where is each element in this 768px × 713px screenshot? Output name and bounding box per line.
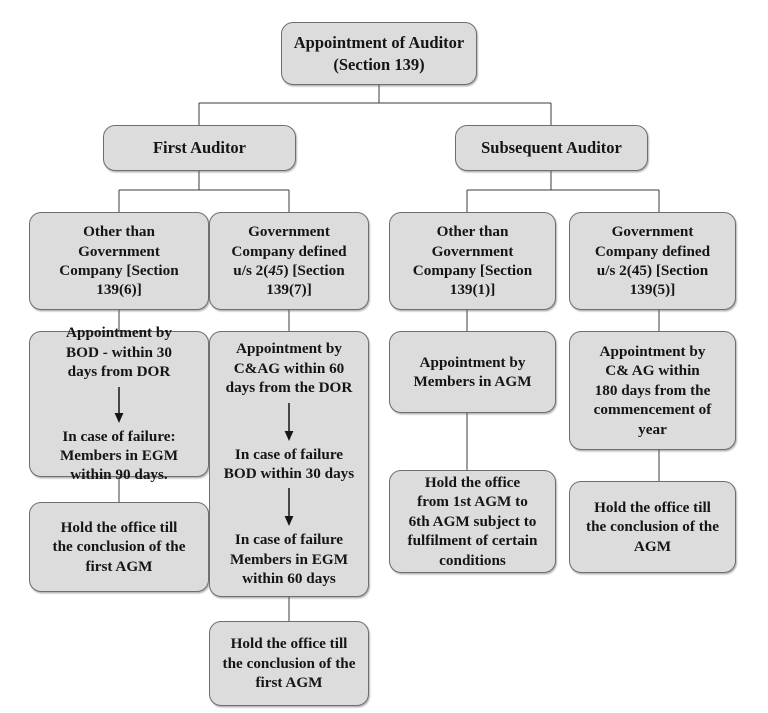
node-label: Government Company defined u/s 2(45) [Se…	[594, 223, 711, 299]
node-label: Other than Government Company [Section 1…	[59, 223, 179, 299]
node-c4-hold-office[interactable]: Hold the office till the conclusion of t…	[569, 481, 736, 573]
node-label: Hold the office till the conclusion of t…	[52, 518, 186, 575]
node-label-line-1: Government	[248, 223, 330, 241]
down-arrow-icon	[282, 402, 296, 442]
section-number-italic: 45	[268, 262, 284, 279]
node-label: Subsequent Auditor	[481, 138, 622, 158]
node-first-auditor[interactable]: First Auditor	[103, 125, 296, 171]
node-subsequent-other-than-government-company[interactable]: Other than Government Company [Section 1…	[389, 212, 556, 310]
down-arrow-icon	[112, 386, 126, 424]
node-appointment-of-auditor[interactable]: Appointment of Auditor (Section 139)	[281, 22, 477, 85]
section-suffix: ) [Section	[283, 262, 345, 279]
node-c2-hold-office[interactable]: Hold the office till the conclusion of t…	[209, 621, 369, 706]
section-prefix: u/s 2(	[233, 262, 269, 279]
node-label: Appointment by C& AG within 180 days fro…	[593, 342, 712, 438]
step-label-failure-members: In case of failure Members in EGM within…	[229, 531, 349, 588]
node-label-line-3: u/s 2(45) [Section	[233, 261, 344, 280]
node-label: Hold the office till the conclusion of t…	[222, 635, 356, 692]
node-c3-appointment[interactable]: Appointment by Members in AGM	[389, 331, 556, 413]
step-label-appointment: Appointment by BOD - within 30 days from…	[66, 324, 172, 381]
node-c1-appointment-steps[interactable]: Appointment by BOD - within 30 days from…	[29, 324, 209, 483]
node-c2-appointment-steps[interactable]: Appointment by C&AG within 60 days from …	[209, 331, 369, 597]
node-c4-appointment[interactable]: Appointment by C& AG within 180 days fro…	[569, 331, 736, 450]
node-first-government-company[interactable]: Government Company defined u/s 2(45) [Se…	[209, 212, 369, 310]
node-first-other-than-government-company[interactable]: Other than Government Company [Section 1…	[29, 212, 209, 310]
node-label: Appointment by Members in AGM	[413, 353, 532, 390]
node-c3-hold-office[interactable]: Hold the office from 1st AGM to 6th AGM …	[389, 470, 556, 573]
down-arrow-icon	[282, 487, 296, 527]
node-subsequent-auditor[interactable]: Subsequent Auditor	[455, 125, 648, 171]
node-label: Hold the office till the conclusion of t…	[586, 498, 719, 555]
node-label: Other than Government Company [Section 1…	[412, 223, 533, 299]
node-subsequent-government-company[interactable]: Government Company defined u/s 2(45) [Se…	[569, 212, 736, 310]
node-c1-hold-office[interactable]: Hold the office till the conclusion of t…	[29, 502, 209, 592]
node-label: Appointment of Auditor (Section 139)	[293, 33, 465, 74]
node-label: Hold the office from 1st AGM to 6th AGM …	[407, 473, 538, 569]
step-label-appointment: Appointment by C&AG within 60 days from …	[225, 340, 353, 397]
step-label-failure: In case of failure: Members in EGM withi…	[59, 427, 179, 484]
node-label: First Auditor	[152, 138, 247, 158]
step-label-failure-bod: In case of failure BOD within 30 days	[223, 445, 355, 482]
node-label-line-2: Company defined	[231, 242, 347, 260]
node-label-line-4: 139(7)]	[266, 281, 312, 299]
